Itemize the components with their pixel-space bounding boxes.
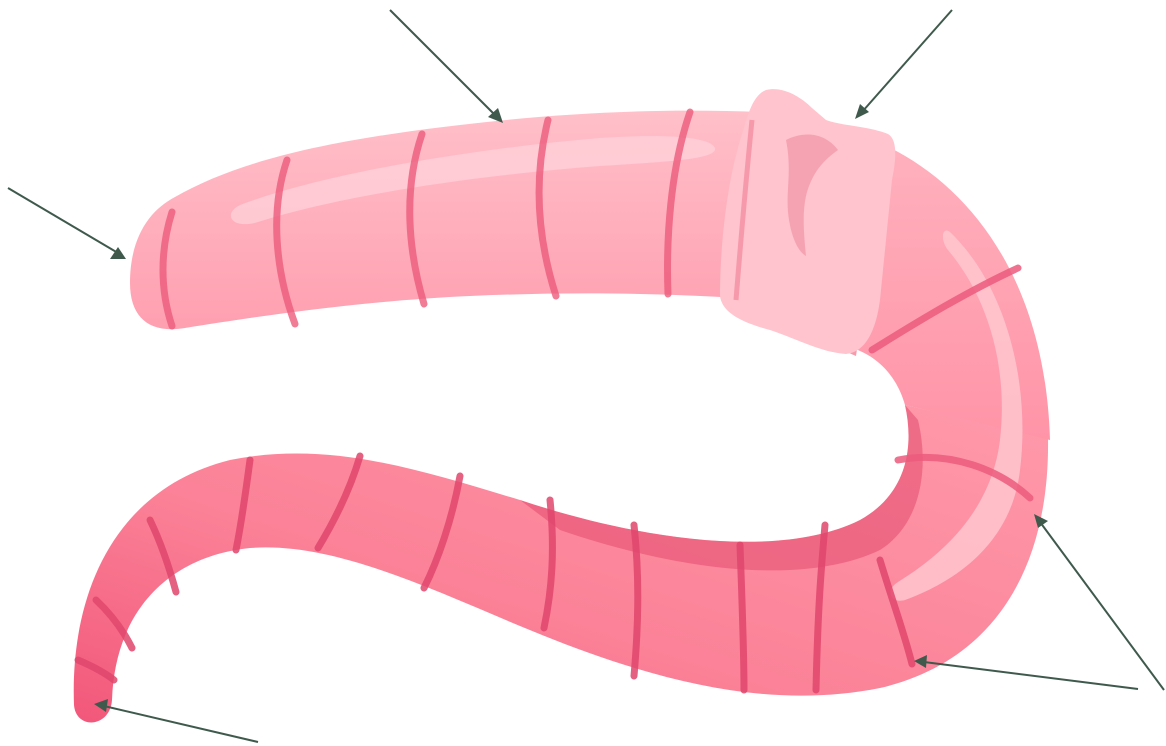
- side-pointer-arrow: [1034, 514, 1164, 690]
- worm-lower-body: [74, 405, 1048, 722]
- earthworm-body: [74, 89, 1050, 722]
- segment-ring: [634, 525, 638, 676]
- clitellum: [720, 89, 895, 356]
- clitellum-pointer-arrow: [855, 10, 952, 119]
- tail-pointer-arrow: [94, 699, 258, 742]
- clitellum-band: [720, 89, 895, 354]
- head-pointer-arrow: [8, 188, 126, 259]
- upper-body-pointer-arrow: [390, 10, 503, 123]
- segment-ring: [740, 545, 744, 690]
